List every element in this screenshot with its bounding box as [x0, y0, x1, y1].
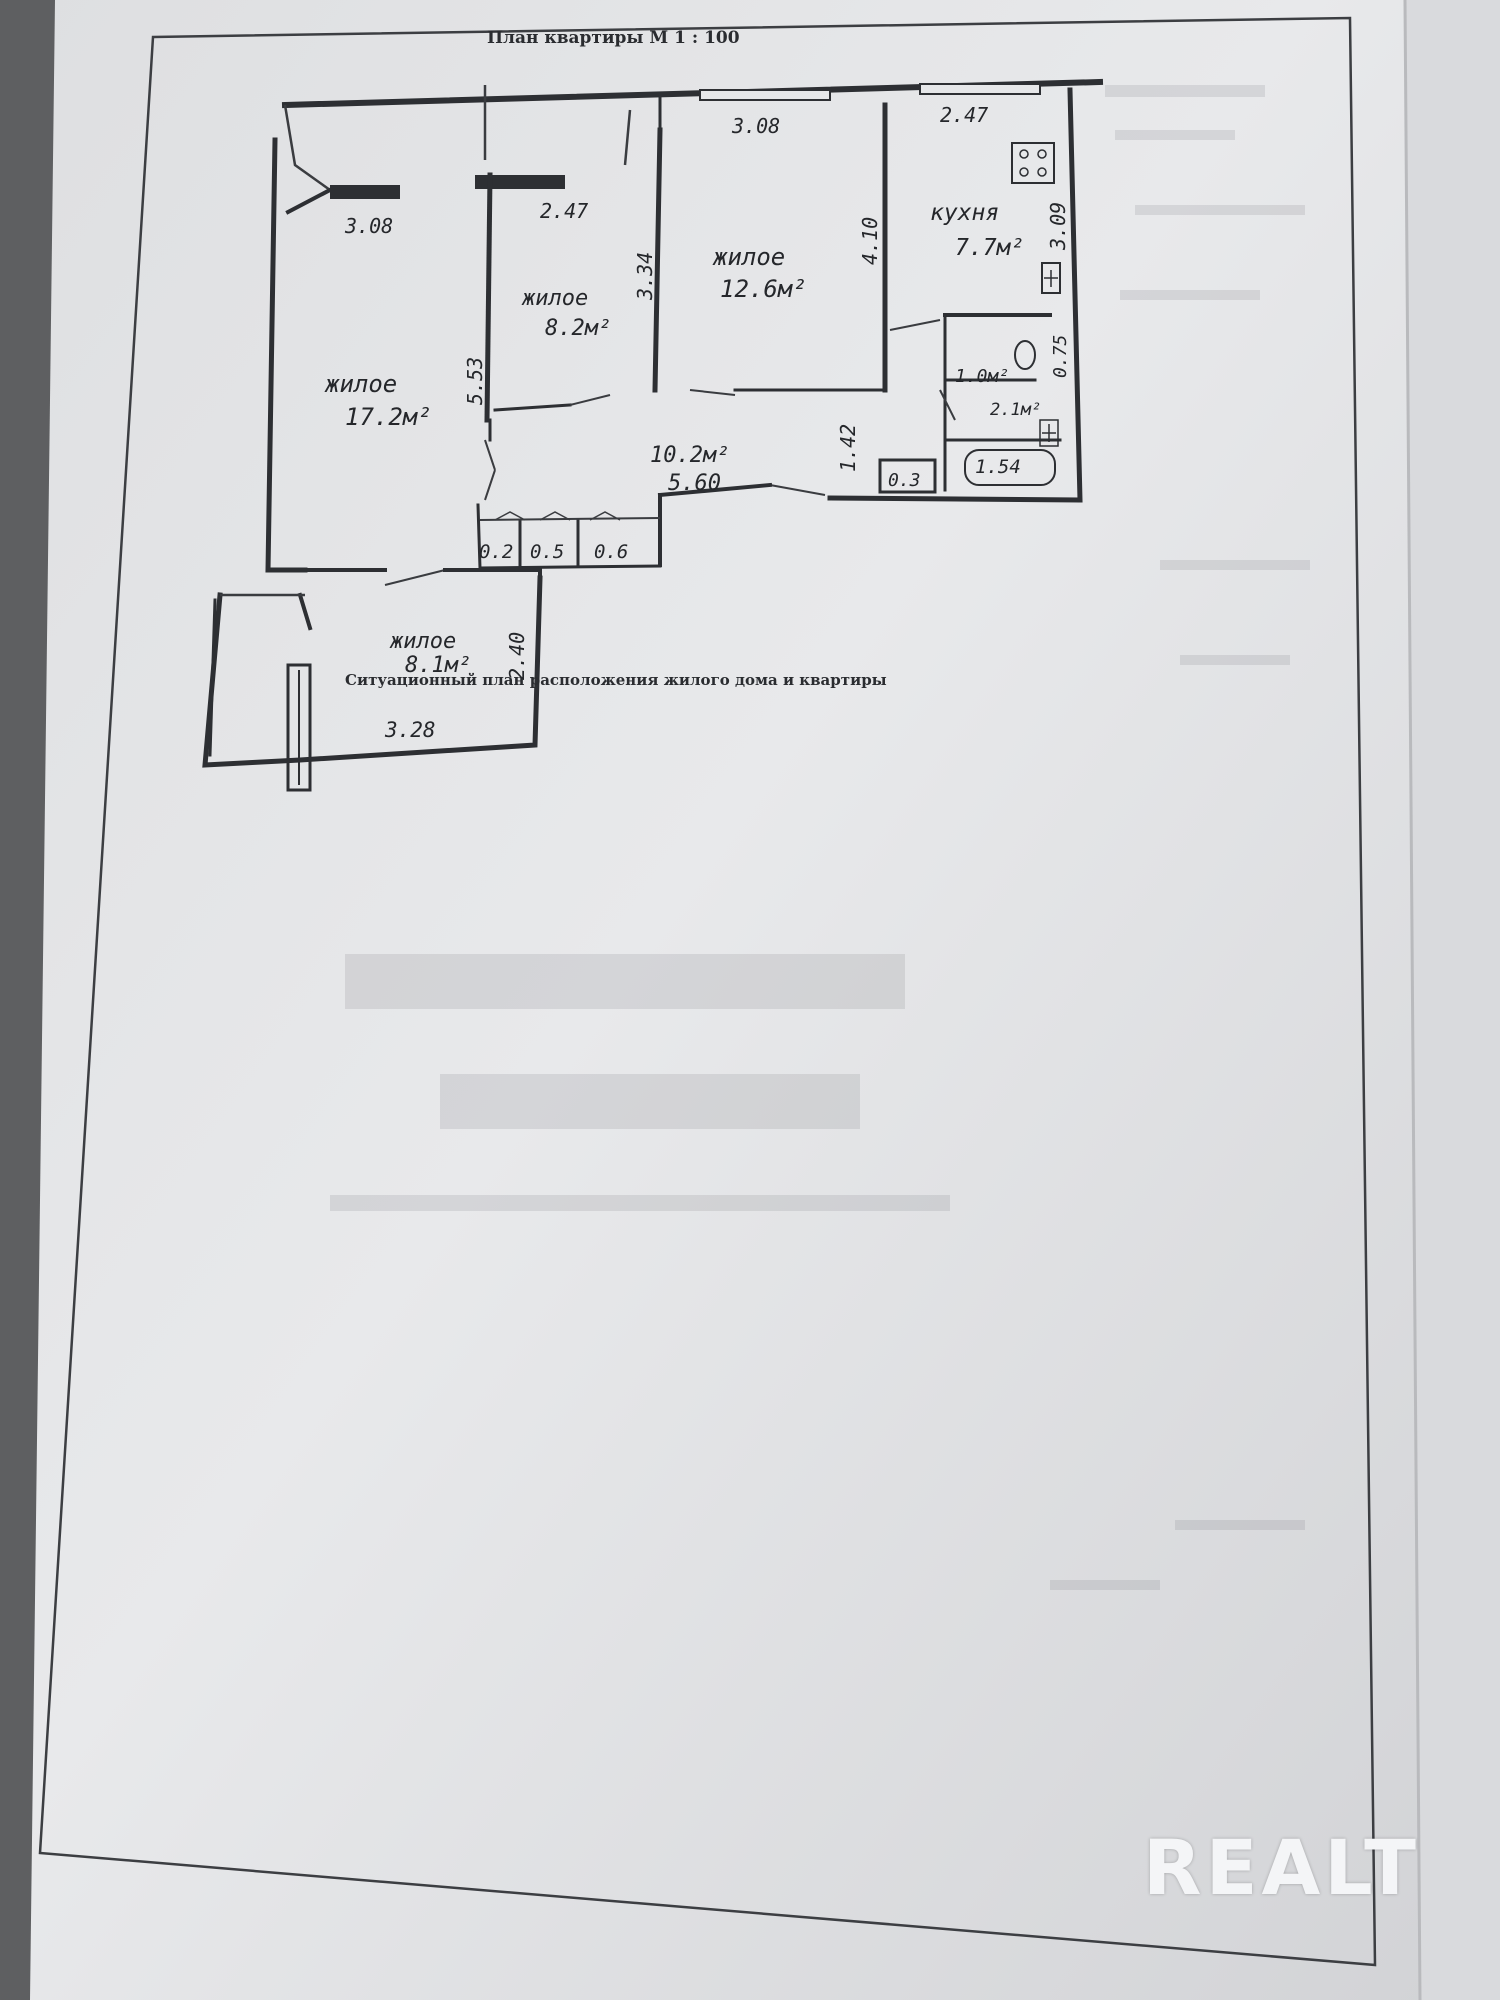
room1-area: 17.2м² [345, 403, 432, 431]
section-caption: Ситуационный план расположения жилого до… [345, 671, 887, 689]
window [330, 185, 400, 199]
room1-name: жилое [324, 370, 397, 398]
window [919, 83, 1041, 95]
dim-room1-depth: 5.53 [463, 357, 487, 405]
dim-room2-depth: 3.34 [633, 252, 657, 301]
stove-icon [1011, 142, 1055, 184]
dim-room3-width: 3.08 [731, 114, 780, 138]
sink-icon [1041, 262, 1061, 294]
room2-area: 8.2м² [545, 316, 611, 341]
paper-sheet [30, 0, 1452, 2000]
dim-room3-depth: 4.10 [858, 217, 882, 265]
dim-room2-width: 2.47 [540, 199, 588, 223]
room3-area: 12.6м² [720, 275, 807, 303]
closet [878, 458, 937, 494]
bath-length: 1.54 [975, 456, 1021, 478]
storage-area-1: 0.2 [479, 541, 513, 563]
bath-area: 2.1м² [990, 400, 1041, 420]
room5-name: жилое [389, 629, 456, 654]
kitchen-name: кухня [930, 200, 999, 226]
toilet-icon [1014, 340, 1036, 370]
floor-plan [202, 78, 1104, 792]
dim-toilet-width: 0.75 [1050, 335, 1071, 378]
dim-kitchen-width: 2.47 [940, 103, 988, 127]
hall-area: 10.2м² [650, 443, 729, 468]
room5-area: 8.1м² [405, 653, 471, 678]
room2-name: жилое [521, 286, 588, 311]
page-frame [38, 16, 1377, 1967]
toilet-area: 1.0м² [955, 366, 1009, 387]
dim-room5-width: 3.28 [384, 718, 436, 742]
dim-kitchen-depth: 3.09 [1046, 202, 1070, 251]
bathtub-icon [964, 449, 1056, 486]
dim-hall-depth: 1.42 [836, 424, 860, 472]
paper-curl [1405, 0, 1500, 2000]
window [475, 175, 565, 189]
bleed-through [330, 85, 1310, 1590]
storage-area-2: 0.5 [530, 541, 564, 563]
watermark-logo: REALT [1143, 1823, 1420, 1912]
closet-area: 0.3 [888, 470, 921, 491]
kitchen-area: 7.7м² [955, 235, 1024, 261]
room-labels: жилое 17.2м² жилое 8.2м² жилое 12.6м² ку… [324, 200, 1041, 678]
dim-room1-width: 3.08 [344, 214, 393, 238]
room3-name: жилое [712, 243, 785, 271]
storage-area-3: 0.6 [594, 541, 628, 563]
window [286, 663, 312, 792]
washbasin-icon [1039, 419, 1059, 447]
window [699, 89, 831, 101]
dimensions: 3.08 5.53 2.47 3.34 3.08 4.10 2.47 3.09 … [344, 103, 1071, 742]
plan-title: План квартиры М 1 : 100 [487, 28, 740, 48]
dim-room5-depth: 2.40 [505, 632, 529, 680]
hall-length: 5.60 [668, 471, 721, 496]
